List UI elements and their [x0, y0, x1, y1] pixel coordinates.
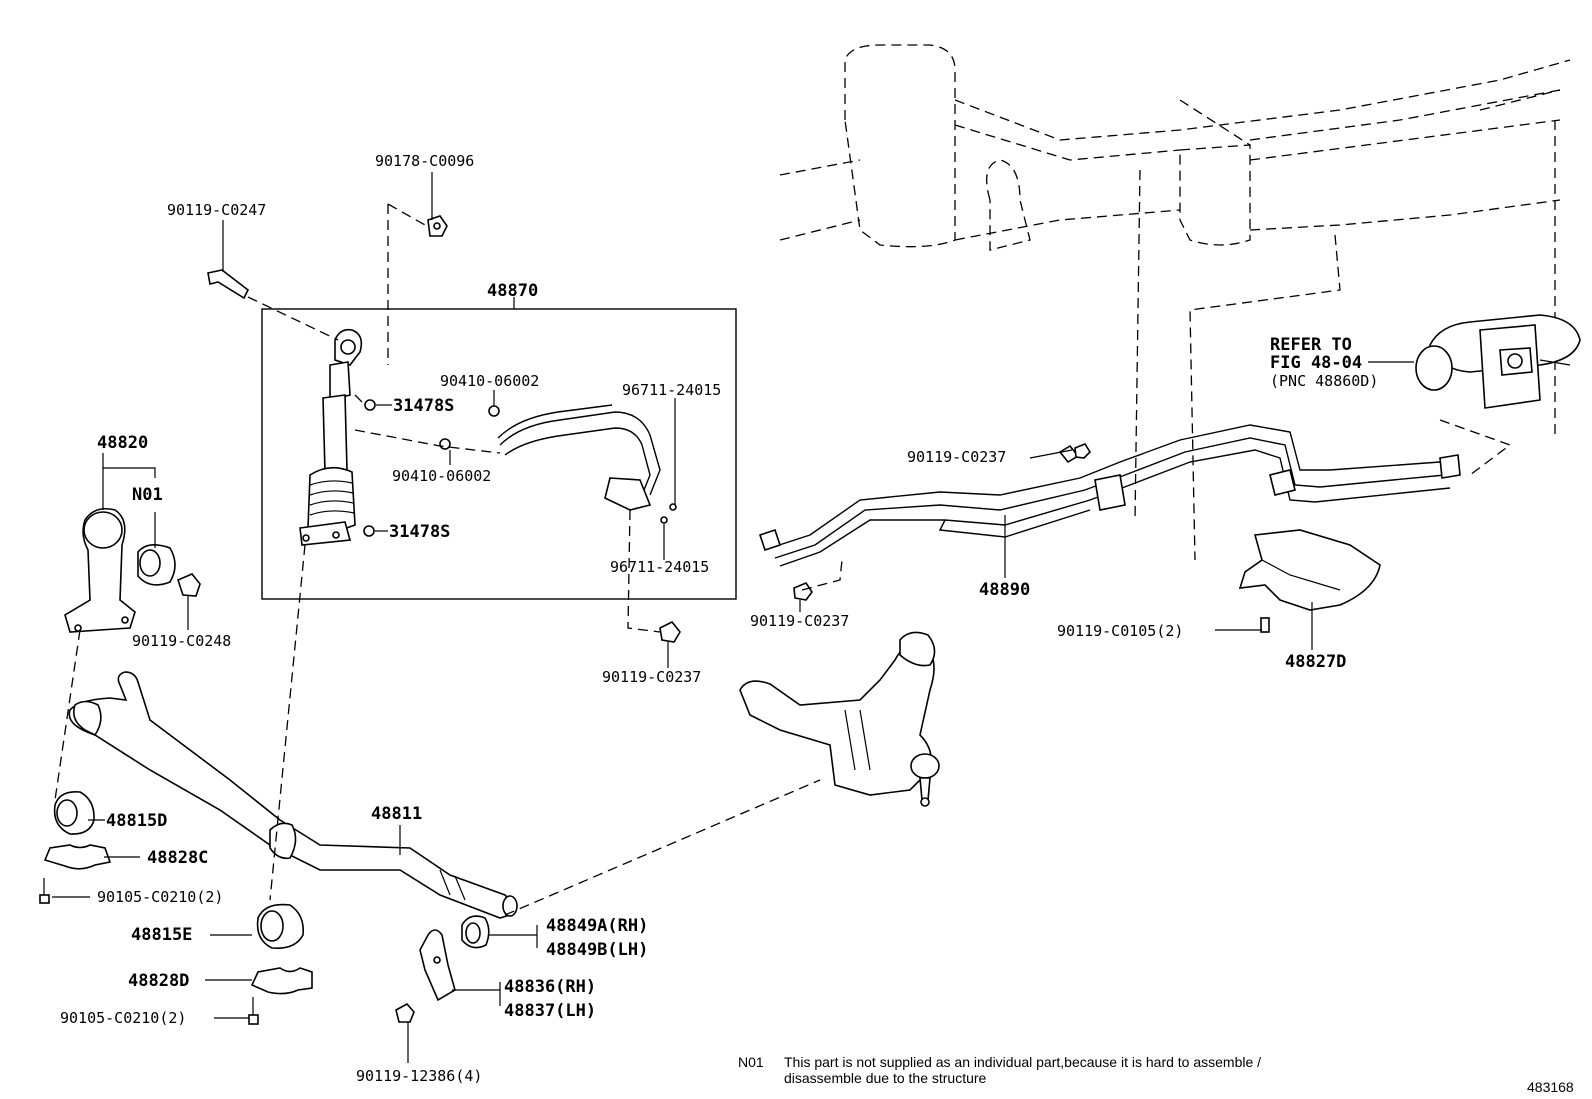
heat-shield-48827d	[1238, 529, 1381, 611]
label-90119-c0247: 90119-C0247	[167, 201, 266, 219]
clamp-48828c	[43, 844, 112, 870]
label-48890: 48890	[979, 580, 1030, 600]
nut-90178-c0096	[427, 215, 448, 237]
control-valve-48860d	[1415, 314, 1581, 409]
part-labels: 90178-C0096 90119-C0247 48870 90410-0600…	[60, 152, 1378, 1085]
label-48836: 48836(RH)	[504, 977, 596, 997]
label-48827d: 48827D	[1285, 652, 1346, 672]
bolt-90105-c0210-lower	[248, 997, 259, 1025]
stabilizer-bracket-48820	[64, 507, 136, 633]
label-90410-06002-lower: 90410-06002	[392, 467, 491, 485]
footnote-code: N01	[738, 1054, 764, 1070]
hose-bracket-center	[1094, 474, 1126, 511]
label-n01: N01	[132, 485, 163, 505]
label-90178-c0096: 90178-C0096	[375, 152, 474, 170]
label-96711-24015-lower: 96711-24015	[610, 558, 709, 576]
bolt-90119-c0237-box	[659, 620, 681, 643]
link-bracket-48836	[419, 929, 456, 1002]
label-48811: 48811	[371, 804, 422, 824]
link-bushing-48849	[461, 915, 490, 949]
label-refer-fig: FIG 48-04	[1270, 353, 1362, 373]
label-90119-c0105: 90119-C0105(2)	[1057, 622, 1183, 640]
lower-control-arm	[739, 631, 940, 807]
label-48828d: 48828D	[128, 971, 189, 991]
label-90119-12386: 90119-12386(4)	[356, 1067, 482, 1085]
bolt-90119-12386	[395, 1002, 415, 1063]
label-90105-c0210-upper: 90105-C0210(2)	[97, 888, 223, 906]
gasket-90410-lower	[439, 438, 451, 450]
label-48870: 48870	[487, 281, 538, 301]
label-90105-c0210-lower: 90105-C0210(2)	[60, 1009, 186, 1027]
bolt-90119-c0237-upper	[1074, 443, 1092, 459]
bolt-90119-c0248	[177, 573, 201, 630]
label-48837: 48837(LH)	[504, 1001, 596, 1021]
label-90119-c0237-lower-left: 90119-C0237	[750, 612, 849, 630]
bushing-n01	[137, 544, 176, 586]
label-48828c: 48828C	[147, 848, 208, 868]
label-96711-24015-upper: 96711-24015	[622, 381, 721, 399]
vehicle-frame-outline	[779, 44, 1571, 561]
label-48815d: 48815D	[106, 811, 167, 831]
assembly-48870-box	[261, 308, 737, 600]
o-ring-31478s-upper	[364, 399, 376, 411]
stabilizer-actuator-cylinder	[299, 328, 363, 546]
gasket-90410-upper	[488, 405, 500, 417]
label-refer-pnc: (PNC 48860D)	[1270, 372, 1378, 390]
bolt-90119-c0237-lower-left	[793, 582, 813, 601]
label-48849a: 48849A(RH)	[546, 916, 648, 936]
bolt-90105-c0210-upper	[39, 878, 50, 904]
o-ring-96711-lower	[660, 516, 668, 524]
o-ring-31478s-lower	[363, 525, 375, 537]
bushing-48815e	[256, 903, 305, 950]
label-90119-c0237-box: 90119-C0237	[602, 668, 701, 686]
label-90119-c0248: 90119-C0248	[132, 632, 231, 650]
figure-id: 483168	[1527, 1079, 1574, 1095]
label-31478s-upper: 31478S	[393, 396, 454, 416]
bolt-90119-c0247	[207, 269, 250, 300]
footnote-line-2: disassemble due to the structure	[784, 1070, 987, 1086]
footnote: N01 This part is not supplied as an indi…	[738, 1054, 1574, 1095]
pressure-hoses-48890	[758, 424, 1461, 567]
label-90410-06002-upper: 90410-06002	[440, 372, 539, 390]
clamp-48828d	[250, 967, 313, 995]
label-48820: 48820	[97, 433, 148, 453]
label-48849b: 48849B(LH)	[546, 940, 648, 960]
footnote-line-1: This part is not supplied as an individu…	[784, 1054, 1261, 1070]
actuator-hoses	[497, 404, 661, 511]
label-31478s-lower: 31478S	[389, 522, 450, 542]
o-ring-96711-upper	[669, 503, 677, 511]
leader-lines	[52, 172, 1414, 1019]
label-90119-c0237-upper: 90119-C0237	[907, 448, 1006, 466]
stabilizer-bar-48811	[68, 671, 518, 919]
bolt-90119-c0105	[1260, 617, 1270, 633]
bushing-48815d	[53, 790, 95, 835]
label-48815e: 48815E	[131, 925, 192, 945]
label-refer-to: REFER TO	[1270, 335, 1352, 355]
assembly-lines	[54, 203, 1512, 916]
